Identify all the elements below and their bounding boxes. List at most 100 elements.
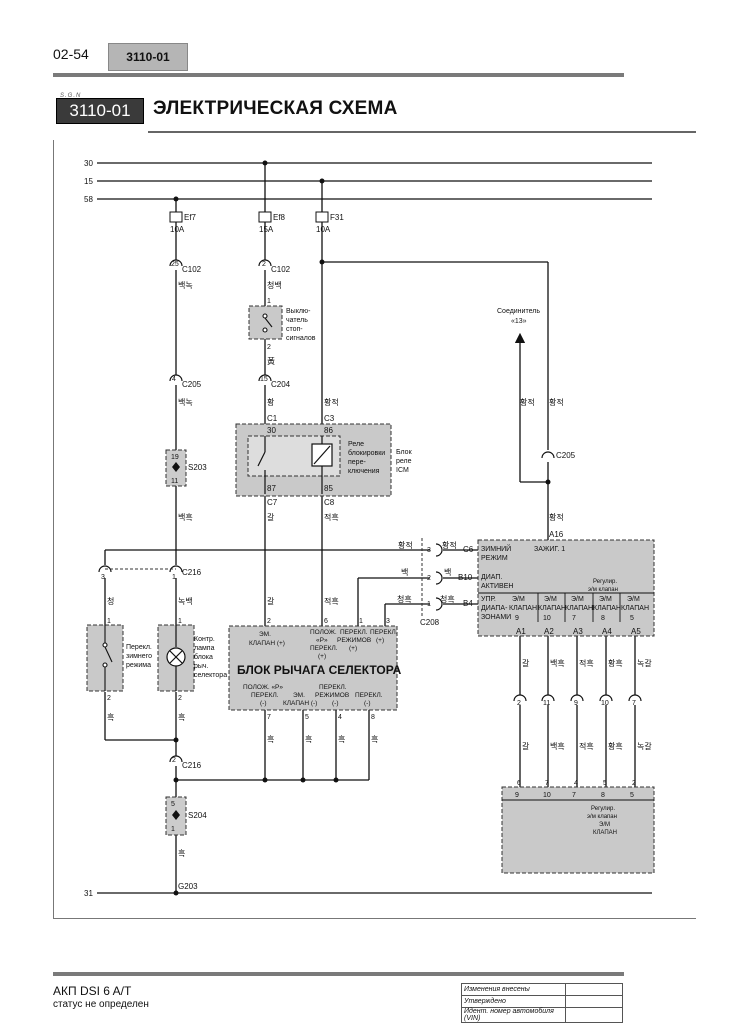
wire-label: 황적 [549, 512, 564, 522]
c216-pin1: 1 [172, 574, 176, 581]
selector-pin: 7 [267, 714, 271, 721]
lower-block-num: 7 [572, 792, 576, 799]
lamp-pin2: 2 [178, 695, 182, 702]
wire-label: 황흑 [608, 741, 623, 751]
relay-pin-c3: C3 [324, 414, 335, 423]
approval-row-label: Утверждено [461, 995, 566, 1008]
lamp-label: селектора [194, 672, 227, 679]
selector-label: ПОЛОЖ. [310, 629, 337, 636]
selector-label: ПЕРЕКЛ. [340, 629, 368, 636]
wires [97, 162, 652, 894]
winter-switch-label: зимнего [126, 653, 152, 660]
stop-switch-pin2: 2 [267, 344, 271, 351]
wire-label: 흑 [267, 734, 274, 744]
fuse-f31-label: F31 [330, 213, 344, 222]
c102-mid-label: C102 [271, 265, 291, 274]
s204-bottom-pin: 1 [171, 826, 175, 833]
connector-arcs [98, 259, 642, 763]
tcu-pin-b10: B10 [458, 573, 473, 582]
tcu-label: Э/М [571, 596, 584, 603]
lower-block-label: э/м клапан [587, 814, 617, 820]
wire-label: 청백 [267, 280, 282, 290]
relay-pin-c1: C1 [267, 414, 278, 423]
selector-title: БЛОК РЫЧАГА СЕЛЕКТОРА [237, 663, 402, 677]
bus-31-label: 31 [84, 889, 93, 898]
wire-label: 녹백 [178, 596, 193, 606]
tcu-label: Э/М [599, 596, 612, 603]
fuse-f31-rating: 10A [316, 225, 331, 234]
selector-label: ПЕРЕКЛ. [370, 629, 398, 636]
relay-pin-c8: C8 [324, 498, 335, 507]
selector-label: (+) [318, 653, 326, 660]
c216-pin3: 3 [101, 574, 105, 581]
tcu-label: КЛАПАН [593, 605, 621, 612]
tcu-label: ДИАПА- [481, 605, 508, 612]
section-code-tab: 3110-01 [108, 43, 188, 71]
brand-mark: S.G.N [60, 93, 82, 99]
footer-status: статус не определен [53, 999, 149, 1010]
lamp-symbol [166, 625, 186, 691]
c102-left-pin: 25 [171, 261, 179, 268]
tcu-label: УПР. [481, 596, 496, 603]
c205-left-pin: 4 [172, 376, 176, 383]
relay-pin-85: 85 [324, 484, 333, 493]
selector-label: (-) [364, 700, 371, 707]
approval-row-value [565, 983, 623, 996]
selector-label: «P» [316, 637, 328, 644]
relay-pin-30: 30 [267, 426, 276, 435]
relay-label: ключения [348, 468, 380, 475]
diagram-labels: 30 15 58 31 Ef7 10A Ef8 15A F31 10A 25 C… [84, 159, 652, 898]
c204-label: C204 [271, 380, 291, 389]
selector-label: РЕЖИМОВ [315, 692, 349, 699]
relay-internals [257, 436, 333, 494]
wire-label: 백흑 [550, 658, 565, 668]
selector-label: ПЕРЕКЛ. [319, 684, 347, 691]
s203-top-pin: 19 [171, 454, 179, 461]
wire-label: 황흑 [608, 658, 623, 668]
wire-label: 적흑 [579, 658, 594, 668]
tcu-num: 8 [601, 615, 605, 622]
wire-label: 황적 [442, 540, 457, 550]
tcu-label: Э/М [544, 596, 557, 603]
lower-block-pin: 4 [574, 780, 578, 787]
s203-bottom-pin: 11 [171, 478, 178, 485]
selector-label: КЛАПАН (-) [283, 700, 317, 707]
tcu-pin-a3: A3 [573, 627, 583, 636]
relay-pin-c7: C7 [267, 498, 278, 507]
lower-block-label: Регулир. [591, 806, 615, 812]
c208-pin3: 3 [427, 547, 431, 554]
bottom-rule [53, 972, 624, 976]
lower-block-pin: 6 [517, 780, 521, 787]
splice-diamonds [172, 462, 180, 820]
c208-pin1: 1 [427, 601, 431, 608]
wire-label: 갈 [522, 742, 530, 751]
tcu-label: РЕЖИМ [481, 555, 508, 562]
icm-block-label: ICM [396, 467, 409, 474]
stop-switch-label: Выклю- [286, 308, 311, 315]
lower-connector-pin: 10 [601, 700, 609, 707]
tcu-pin-a4: A4 [602, 627, 612, 636]
fuse-ef7-label: Ef7 [184, 213, 197, 222]
c102-left-label: C102 [182, 265, 202, 274]
lower-block-label: КЛАПАН [593, 830, 617, 836]
approval-row-value [565, 1007, 623, 1023]
relay-pin-87: 87 [267, 484, 276, 493]
selector-pin: 3 [386, 618, 390, 625]
g203-label: G203 [178, 882, 198, 891]
tcu-pin-a5: A5 [631, 627, 641, 636]
relay-label: блокировки [348, 449, 385, 457]
wire-label: 녹갈 [637, 659, 652, 668]
tcu-label: Э/М [512, 596, 525, 603]
connector-13-number: «13» [511, 318, 527, 325]
c216-bottom-pin: 2 [172, 757, 176, 764]
wire-label: 흑 [305, 734, 312, 744]
lower-block-pin: 5 [603, 780, 607, 787]
tcu-label: АКТИВЕН [481, 583, 513, 590]
winter-switch-label: Перекл. [126, 644, 152, 651]
selector-label: ПОЛОЖ. «P» [243, 684, 283, 691]
icm-block-label: реле [396, 458, 412, 465]
junction-dots [173, 160, 551, 896]
lower-block-num: 8 [601, 792, 605, 799]
selector-pin: 5 [305, 714, 309, 721]
